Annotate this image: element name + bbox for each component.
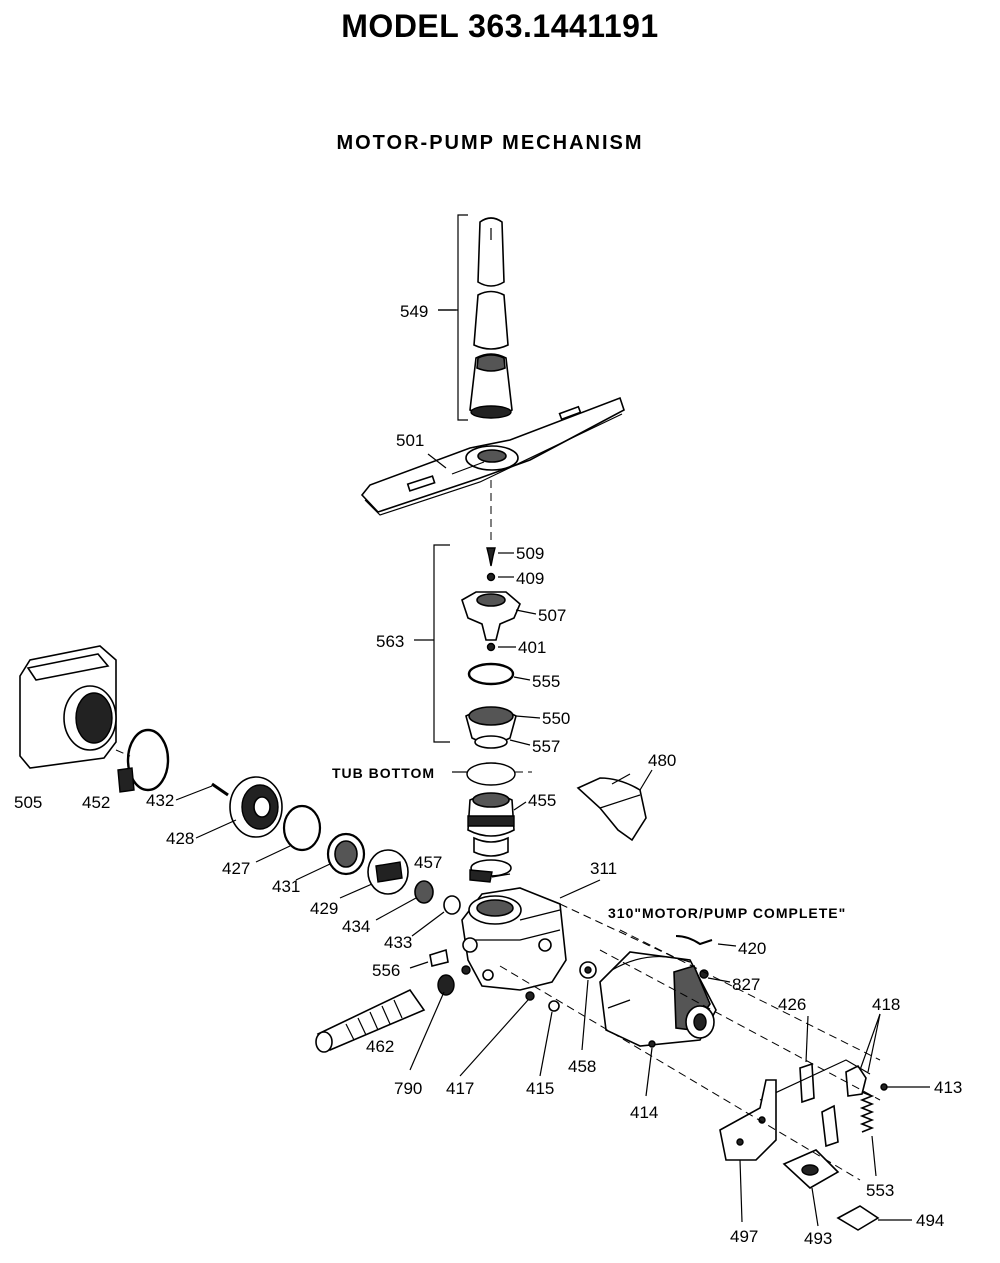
label-418: 418: [872, 995, 900, 1014]
part-505-housing: [19, 645, 117, 769]
tub-bottom-label: TUB BOTTOM: [332, 765, 435, 781]
label-426: 426: [778, 995, 806, 1014]
label-494: 494: [916, 1211, 944, 1230]
label-432: 432: [146, 791, 174, 810]
label-549: 549: [400, 302, 428, 321]
part-553-spring: [859, 1091, 875, 1133]
part-426-spring: [799, 1062, 815, 1104]
part-556-plug: [429, 948, 449, 967]
part-418-bracket: [759, 1059, 871, 1148]
label-413: 413: [934, 1078, 962, 1097]
label-415: 415: [526, 1079, 554, 1098]
label-827: 827: [732, 975, 760, 994]
part-311-pump-body: [461, 887, 567, 991]
label-414: 414: [630, 1103, 658, 1122]
label-555: 555: [532, 672, 560, 691]
tub-bottom-ring: [452, 762, 532, 786]
label-790: 790: [394, 1079, 422, 1098]
part-452-clamp: [117, 728, 170, 793]
part-563-assembly: [414, 544, 521, 749]
label-550: 550: [542, 709, 570, 728]
part-790-clamp: [437, 974, 455, 996]
part-480-deflector: [576, 773, 647, 842]
label-462: 462: [366, 1037, 394, 1056]
motor-pump-complete-label: 310"MOTOR/PUMP COMPLETE": [608, 905, 846, 921]
label-563: 563: [376, 632, 404, 651]
label-311: 311: [590, 859, 617, 878]
label-493: 493: [804, 1229, 832, 1248]
label-507: 507: [538, 606, 566, 625]
part-434-seal: [414, 880, 434, 904]
part-493-grommet: [782, 1149, 840, 1189]
label-505: 505: [14, 793, 42, 812]
label-509: 509: [516, 544, 544, 563]
part-429-impeller: [367, 849, 409, 895]
part-415-washer: [548, 1000, 560, 1012]
label-457: 457: [414, 853, 442, 872]
label-409: 409: [516, 569, 544, 588]
part-455-sleeve: [467, 792, 515, 877]
part-310-motor: [599, 951, 717, 1048]
label-420: 420: [738, 939, 766, 958]
label-433: 433: [384, 933, 412, 952]
label-455: 455: [528, 791, 556, 810]
label-501: 501: [396, 431, 424, 450]
part-428-impeller: [211, 776, 283, 838]
label-497: 497: [730, 1227, 758, 1246]
part-549-assembly: [438, 214, 513, 421]
part-457-clip: [469, 869, 493, 883]
label-556: 556: [372, 961, 400, 980]
label-429: 429: [310, 899, 338, 918]
label-427: 427: [222, 859, 250, 878]
label-553: 553: [866, 1181, 894, 1200]
label-401: 401: [518, 638, 546, 657]
label-458: 458: [568, 1057, 596, 1076]
label-417: 417: [446, 1079, 474, 1098]
part-827-clip: [699, 969, 709, 979]
label-428: 428: [166, 829, 194, 848]
part-501-spray-arm: [360, 396, 625, 516]
label-434: 434: [342, 917, 370, 936]
label-452: 452: [82, 793, 110, 812]
part-417-screw: [525, 991, 535, 1001]
part-494-clip: [836, 1205, 880, 1231]
label-480: 480: [648, 751, 676, 770]
part-427-gasket: [282, 804, 322, 852]
part-462-drain-hose: [315, 988, 426, 1053]
part-497-mount: [719, 1079, 777, 1161]
model-title: MODEL 363.1441191: [341, 8, 659, 44]
label-557: 557: [532, 737, 560, 756]
part-433-seal: [443, 895, 461, 915]
part-458-nut: [579, 961, 597, 979]
label-431: 431: [272, 877, 300, 896]
section-title: MOTOR-PUMP MECHANISM: [336, 132, 644, 154]
